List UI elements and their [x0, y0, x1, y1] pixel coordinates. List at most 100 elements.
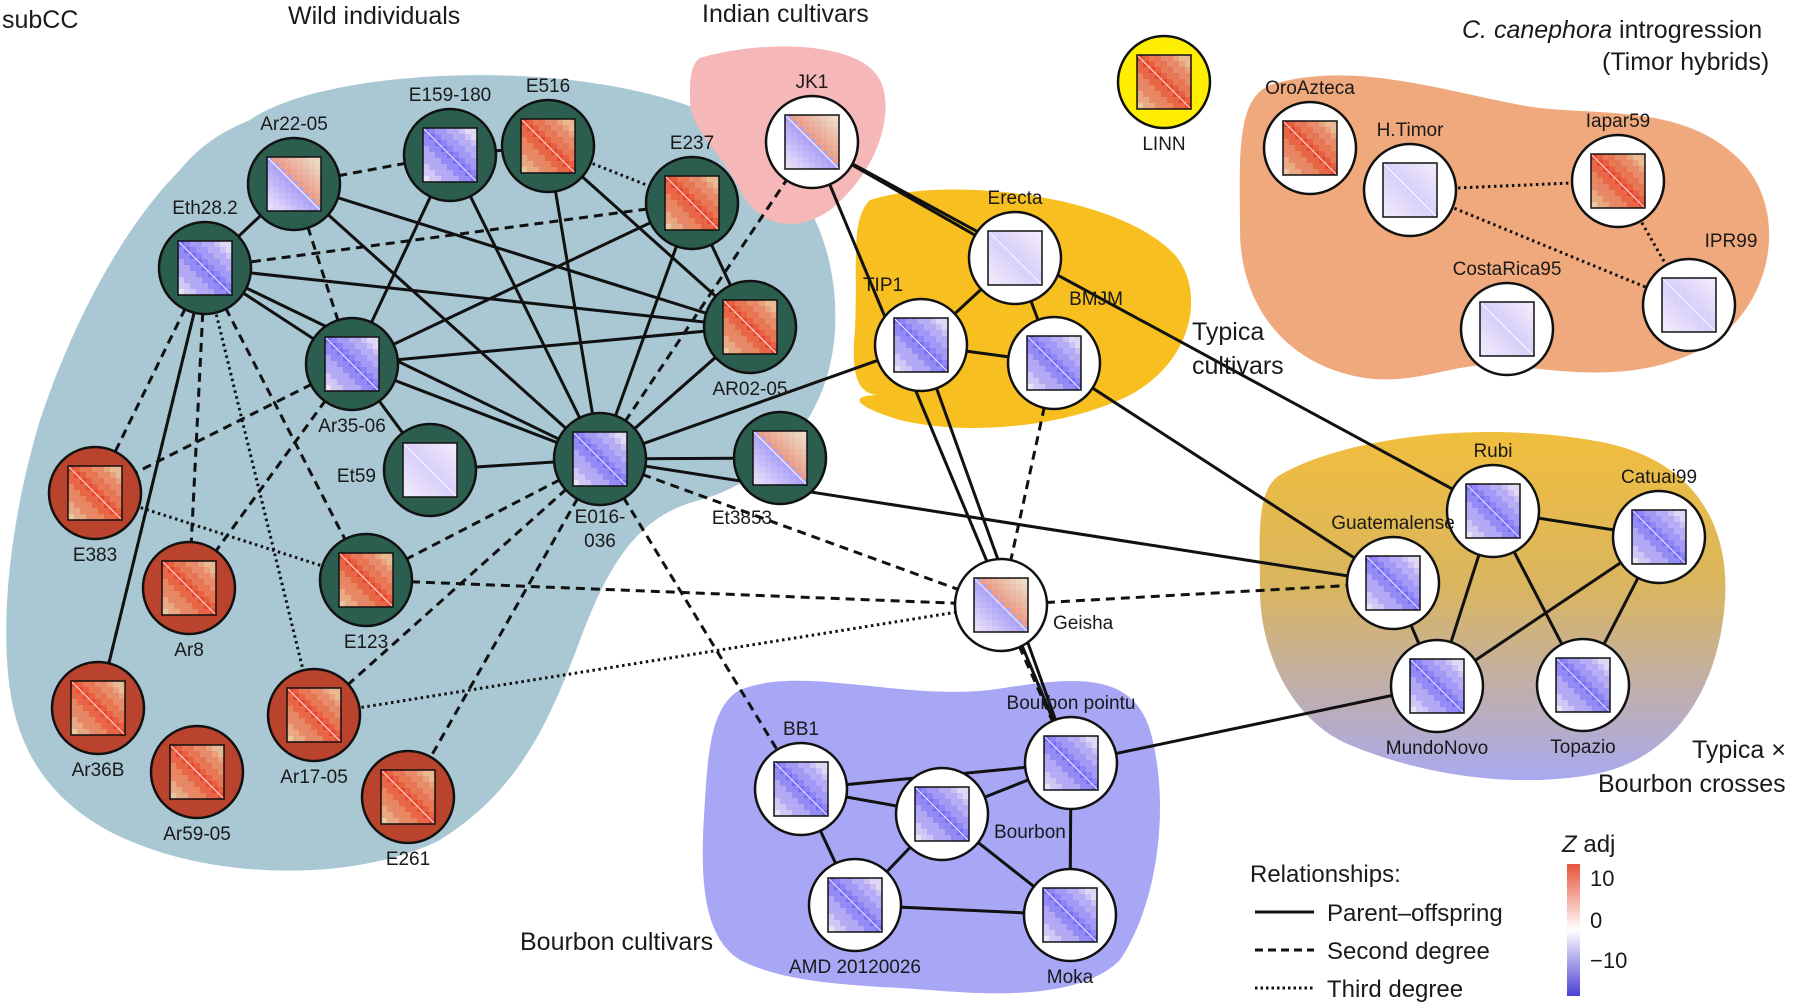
heatmap-cell [974, 590, 981, 597]
heatmap-cell [803, 163, 810, 170]
node-ar02-05[interactable]: AR02-05 [702, 279, 798, 400]
heatmap-cell [915, 817, 922, 824]
heatmap-cell [1045, 372, 1052, 379]
heatmap-cell [603, 480, 610, 487]
node-label-rubi: Rubi [1473, 441, 1512, 462]
heatmap-cell [447, 134, 454, 141]
node-ar35-06[interactable]: Ar35-06 [304, 316, 400, 437]
node-eth28-2[interactable]: Eth28.2 [157, 198, 253, 316]
heatmap-cell [1662, 290, 1669, 297]
heatmap-cell [361, 367, 368, 374]
node-ar17-05[interactable]: Ar17-05 [266, 667, 362, 788]
heatmap-cell [621, 462, 628, 469]
heatmap-cell [325, 349, 332, 356]
heatmap-cell [1668, 516, 1675, 523]
node-e383[interactable]: E383 [47, 445, 143, 566]
node-bourbon-pointu[interactable]: Bourbon pointu [1007, 693, 1136, 811]
heatmap-cell [214, 283, 221, 290]
heatmap-cell [597, 480, 604, 487]
heatmap-cell [1036, 261, 1043, 268]
node-ar36b[interactable]: Ar36B [50, 660, 146, 781]
node-rubi[interactable]: Rubi [1445, 441, 1541, 559]
node-costarica95[interactable]: CostaRica95 [1453, 259, 1562, 377]
heatmap-cell [287, 712, 294, 719]
node-e237[interactable]: E237 [644, 133, 740, 251]
heatmap-diagonal [752, 430, 808, 486]
heatmap-cell [1562, 700, 1569, 707]
heatmap-cell [445, 491, 452, 498]
node-guatemalense[interactable]: Guatemalense [1331, 513, 1455, 631]
heatmap-cell [214, 253, 221, 260]
heatmap-cell [361, 355, 368, 362]
heatmap-cell [1492, 338, 1499, 345]
heatmap-cell [780, 780, 787, 787]
heatmap-cell [1061, 912, 1068, 919]
heatmap-cell [771, 473, 778, 480]
heatmap-cell [1466, 532, 1473, 539]
node-e016-036[interactable]: E016-036 [552, 411, 648, 552]
node-e159-180[interactable]: E159-180 [402, 85, 498, 203]
node-bmjm[interactable]: BMJM [1006, 289, 1123, 411]
heatmap-cell [1000, 261, 1007, 268]
heatmap-cell [1466, 508, 1473, 515]
node-oroazteca[interactable]: OroAzteca [1262, 78, 1358, 196]
heatmap-cell [765, 336, 772, 343]
node-h-timor[interactable]: H.Timor [1362, 120, 1458, 238]
heatmap-cell [846, 902, 853, 909]
node-iapar59[interactable]: Iapar59 [1570, 111, 1666, 229]
heatmap-cell [113, 681, 120, 688]
heatmap-cell [573, 474, 580, 481]
node-et59[interactable]: Et59 [337, 422, 478, 518]
heatmap-cell [1086, 736, 1093, 743]
heatmap-cell [202, 259, 209, 266]
heatmap-diagonal [1043, 735, 1099, 791]
heatmap-cell [1319, 121, 1326, 128]
heatmap-cell [1633, 154, 1640, 161]
heatmap-cell [1384, 580, 1391, 587]
heatmap-cell [77, 729, 84, 736]
node-bb1[interactable]: BB1 [753, 719, 849, 837]
heatmap-cell [1378, 556, 1385, 563]
heatmap-cell [759, 455, 766, 462]
heatmap-cell [810, 780, 817, 787]
node-mundonovo[interactable]: MundoNovo [1386, 638, 1488, 759]
heatmap-cell [1632, 516, 1639, 523]
heatmap-cell [1478, 502, 1485, 509]
heatmap-cell [918, 354, 925, 361]
node-catuai99[interactable]: Catuai99 [1611, 467, 1707, 585]
node-moka[interactable]: Moka [1022, 867, 1118, 988]
heatmap-cell [579, 480, 586, 487]
node-amd-20120026[interactable]: AMD 20120026 [789, 857, 921, 978]
heatmap-cell [1155, 85, 1162, 92]
node-tip1[interactable]: TIP1 [863, 275, 969, 393]
heatmap-cell [471, 152, 478, 159]
heatmap-cell [373, 361, 380, 368]
node-bourbon[interactable]: Bourbon [894, 766, 1066, 862]
heatmap-cell [104, 508, 111, 515]
node-ar59-05[interactable]: Ar59-05 [149, 724, 245, 845]
heatmap-cell [1057, 378, 1064, 385]
node-geisha[interactable]: Geisha [953, 557, 1114, 653]
node-jk1[interactable]: JK1 [764, 72, 860, 190]
heatmap-cell [1490, 532, 1497, 539]
heatmap-cell [1401, 187, 1408, 194]
node-linn[interactable]: LINN [1116, 34, 1212, 155]
node-e261[interactable]: E261 [360, 749, 456, 870]
node-ar8[interactable]: Ar8 [141, 540, 237, 661]
node-ar22-05[interactable]: Ar22-05 [246, 114, 342, 232]
heatmap-cell [735, 336, 742, 343]
node-e516[interactable]: E516 [500, 76, 596, 194]
colorbar-title-z: Z [1561, 831, 1578, 858]
heatmap-cell [1384, 568, 1391, 575]
node-et3853[interactable]: Et3853 [712, 410, 828, 529]
node-erecta[interactable]: Erecta [967, 188, 1063, 306]
heatmap-cell [1143, 73, 1150, 80]
node-e123[interactable]: E123 [318, 532, 414, 653]
heatmap-cell [579, 432, 586, 439]
heatmap-frame [1043, 735, 1099, 791]
heatmap-cell [998, 578, 1005, 585]
node-ipr99[interactable]: IPR99 [1641, 231, 1757, 353]
node-topazio[interactable]: Topazio [1535, 637, 1631, 758]
heatmap-cell [399, 806, 406, 813]
heatmap-cell [367, 355, 374, 362]
